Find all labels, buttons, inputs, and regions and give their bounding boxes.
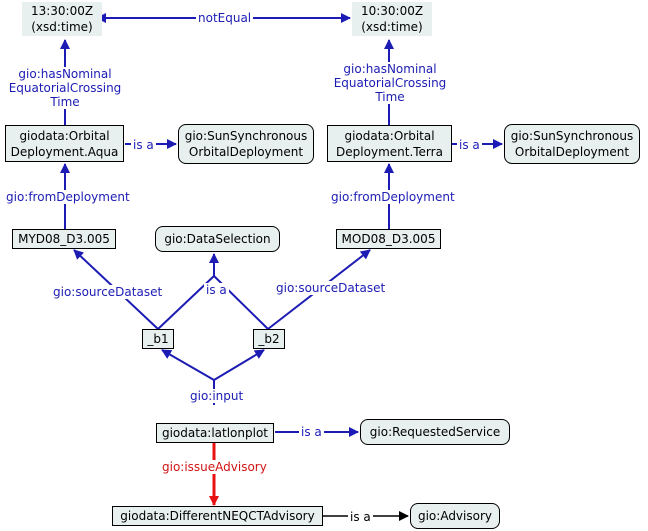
node-mod08: MOD08_D3.005 <box>336 229 441 249</box>
literal-time-aqua: 13:30:00Z (xsd:time) <box>22 2 102 36</box>
class-data-selection: gio:DataSelection <box>155 226 280 252</box>
label-nominal-left: gio:hasNominal EquatorialCrossing Time <box>4 67 126 109</box>
label-from-left: gio:fromDeployment <box>4 190 132 204</box>
node-orbital-deployment-terra: giodata:Orbital Deployment.Terra <box>327 125 452 162</box>
class-sunsync-aqua: gio:SunSynchronous OrbitalDeployment <box>178 124 314 164</box>
node-myd08: MYD08_D3.005 <box>12 229 116 249</box>
label-nominal-right: gio:hasNominal EquatorialCrossing Time <box>328 62 452 104</box>
label-source-left: gio:sourceDataset <box>51 285 165 299</box>
class-sunsync-terra: gio:SunSynchronous OrbitalDeployment <box>504 124 640 164</box>
label-issue-advisory: gio:issueAdvisory <box>160 460 269 474</box>
label-isa-advisory: is a <box>348 510 373 524</box>
label-isa-requested: is a <box>299 425 324 439</box>
label-input: gio:input <box>188 389 246 403</box>
class-requested-service: gio:RequestedService <box>360 419 510 445</box>
label-from-right: gio:fromDeployment <box>329 190 457 204</box>
label-not-equal: notEqual <box>196 11 254 25</box>
literal-time-terra: 10:30:00Z (xsd:time) <box>352 2 432 36</box>
node-different-neqct-advisory: giodata:DifferentNEQCTAdvisory <box>112 506 323 526</box>
node-b1: _b1 <box>142 329 174 349</box>
label-isa-terra: is a <box>457 138 482 152</box>
label-source-right: gio:sourceDataset <box>274 281 388 295</box>
class-advisory: gio:Advisory <box>410 503 500 529</box>
label-isa-selection: is a <box>204 283 229 297</box>
node-orbital-deployment-aqua: giodata:Orbital Deployment.Aqua <box>5 125 124 162</box>
label-isa-aqua: is a <box>131 138 156 152</box>
node-latlonplot: giodata:latlonplot <box>156 423 274 443</box>
edge-input-b1-arrow <box>161 349 215 381</box>
edge-input-b2-arrow <box>213 349 265 381</box>
node-b2: _b2 <box>253 329 285 349</box>
